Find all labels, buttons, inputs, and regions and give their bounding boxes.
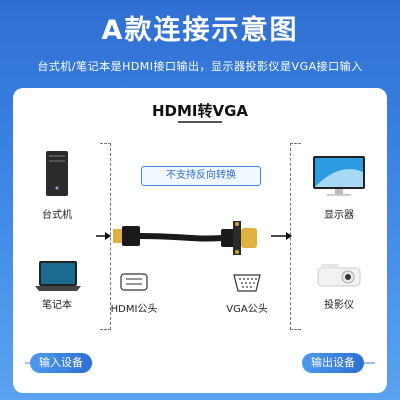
page-subtitle: 台式机/笔记本是HDMI接口输出，显示器投影仪是VGA接口输入 xyxy=(37,60,363,73)
device-label-projector: 投影仪 xyxy=(324,300,354,311)
laptop-icon xyxy=(35,261,81,291)
vga-connector-label: VGA公头 xyxy=(226,304,268,315)
page-title: A款连接示意图 xyxy=(101,15,299,46)
output-pill-label: 输出设备 xyxy=(311,356,355,369)
diagram-title: HDMI转VGA xyxy=(151,102,249,120)
title-underline xyxy=(178,121,222,123)
diagram-card: HDMI转VGA xyxy=(13,88,387,393)
left-arrow-icon xyxy=(96,232,111,240)
no-reverse-note: 不支持反向转换 xyxy=(141,166,261,186)
hdmi-plug-icon xyxy=(113,226,140,246)
monitor-icon xyxy=(313,156,365,196)
input-bracket xyxy=(100,143,111,330)
projector-icon xyxy=(317,264,361,287)
cable xyxy=(139,233,224,242)
input-devices-pill: 输入设备 xyxy=(30,353,92,373)
device-label-desktop: 台式机 xyxy=(42,210,72,221)
right-arrow-icon xyxy=(271,232,292,240)
hdmi-connector-label: HDMI公头 xyxy=(110,304,158,315)
input-pill-label: 输入设备 xyxy=(39,356,83,369)
device-label-laptop: 笔记本 xyxy=(42,300,72,311)
vga-port-icon xyxy=(233,274,261,292)
output-devices-pill: 输出设备 xyxy=(302,353,364,373)
diagram-graphics xyxy=(25,151,375,364)
device-label-monitor: 显示器 xyxy=(324,210,354,221)
hdmi-port-icon xyxy=(120,273,148,291)
vga-plug-icon xyxy=(221,221,257,255)
desktop-tower-icon xyxy=(46,151,68,196)
